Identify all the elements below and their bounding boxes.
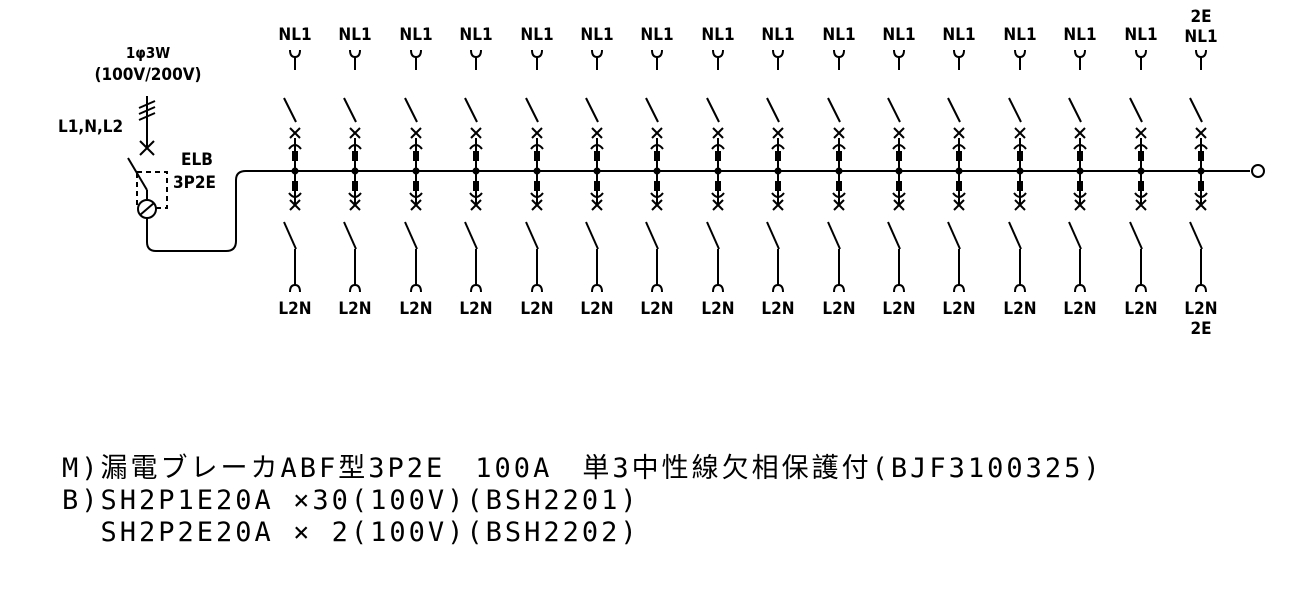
branch-bottom-label: L2N [399, 299, 432, 319]
branch-top-extra-label: 2E [1190, 7, 1211, 27]
branch-top-label: NL1 [942, 25, 975, 45]
branch-bottom-label: L2N [1124, 299, 1157, 319]
main-breaker-poles-label: 3P2E [173, 173, 216, 193]
branch-bottom-label: L2N [278, 299, 311, 319]
branch-top-label: NL1 [701, 25, 734, 45]
branch-top-label: NL1 [1063, 25, 1096, 45]
branch-bottom-label: L2N [761, 299, 794, 319]
branch-top-label: NL1 [882, 25, 915, 45]
branch-bottom-label: L2N [701, 299, 734, 319]
branch-bottom-label: L2N [942, 299, 975, 319]
branch-top-label: NL1 [1124, 25, 1157, 45]
branch-top-label: NL1 [520, 25, 553, 45]
branch-top-label: NL1 [1003, 25, 1036, 45]
branch-bottom-label: L2N [822, 299, 855, 319]
branch-bottom-label: L2N [520, 299, 553, 319]
branch-circuits: NL1L2NNL1L2NNL1L2NNL1L2NNL1L2NNL1L2NNL1L… [278, 7, 1217, 339]
branch-bottom-label: L2N [882, 299, 915, 319]
branch-top-label: NL1 [761, 25, 794, 45]
branch-bottom-label: L2N [459, 299, 492, 319]
branch-bottom-label: L2N [580, 299, 613, 319]
branch-bottom-label: L2N [1003, 299, 1036, 319]
branch-top-label: NL1 [278, 25, 311, 45]
main-breaker-label: ELB [181, 150, 213, 170]
supply-voltage-label: (100V/200V) [94, 65, 201, 85]
branch-top-label: NL1 [338, 25, 371, 45]
branch-top-label: NL1 [459, 25, 492, 45]
branch-top-label: NL1 [1184, 27, 1217, 47]
branch-bottom-label: L2N [1063, 299, 1096, 319]
branch-bottom-extra-label: 2E [1190, 319, 1211, 339]
supply-phase-label: 1φ3W [126, 44, 170, 62]
incoming-feeder [127, 96, 156, 200]
bus-end-terminal [1251, 164, 1265, 178]
branch-bottom-label: L2N [1184, 299, 1217, 319]
branch-top-label: NL1 [580, 25, 613, 45]
elb-leakage-element [136, 171, 168, 219]
main-to-bus-conductor [146, 170, 1250, 252]
branch-bottom-label: L2N [640, 299, 673, 319]
branch-top-label: NL1 [822, 25, 855, 45]
supply-lines-label: L1,N,L2 [58, 117, 123, 137]
branch-top-label: NL1 [399, 25, 432, 45]
branch-bottom-label: L2N [338, 299, 371, 319]
branch-top-label: NL1 [640, 25, 673, 45]
